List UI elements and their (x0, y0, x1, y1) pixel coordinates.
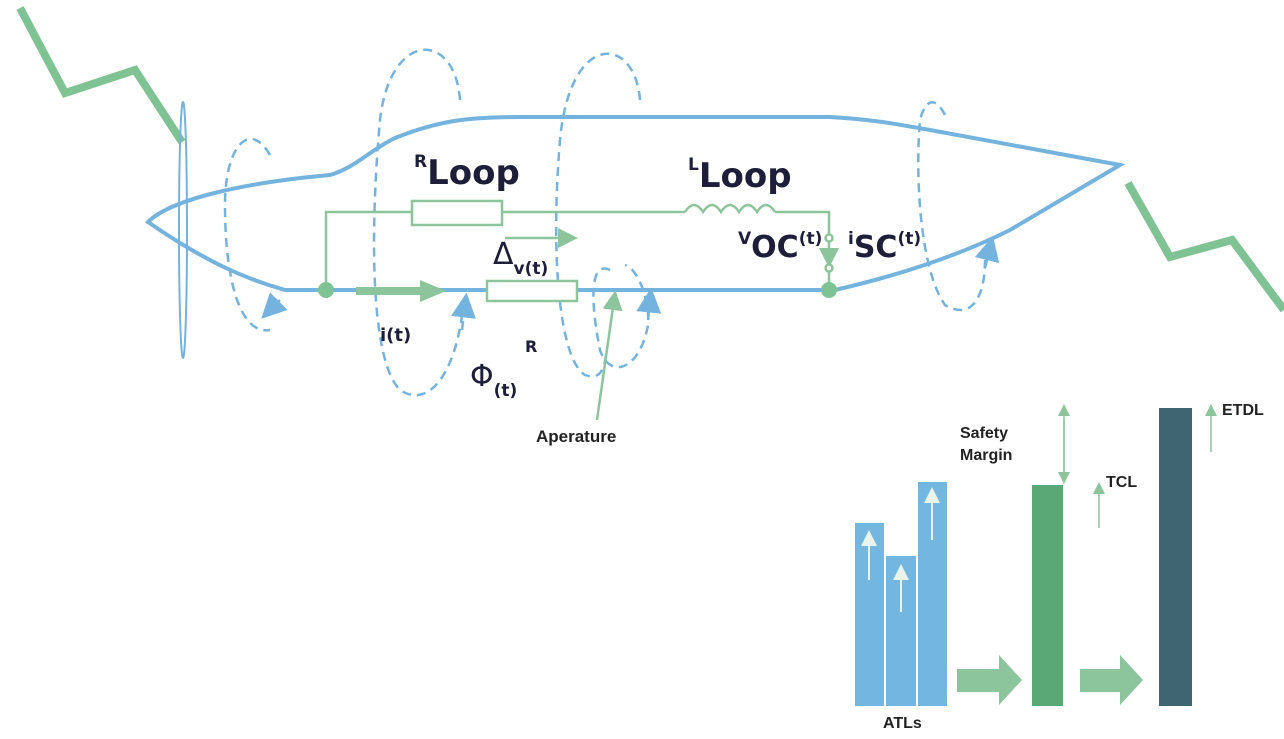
isc-label: iSC(t) (848, 229, 922, 265)
level-chart (855, 404, 1217, 706)
delta-v-label: Δv(t) (493, 237, 549, 279)
r-loop-label: RLoop (414, 152, 520, 193)
node-left (318, 282, 334, 298)
aperture-label: Aperature (536, 427, 617, 446)
current-arrow (356, 280, 446, 302)
voc-label: VOC(t) (738, 229, 823, 265)
equivalent-circuit (324, 199, 839, 303)
tcl-label: TCL (1106, 474, 1138, 491)
etdl-label: ETDL (1222, 402, 1264, 419)
current-label: i(t) (380, 325, 412, 346)
lightning-bolt-left (16, 6, 186, 145)
fuselage-outline (144, 115, 1126, 292)
r-resistor (485, 279, 579, 303)
tcl-bar (1032, 485, 1063, 706)
lightning-bolt-right (1124, 181, 1284, 313)
l-loop-inductor (683, 203, 777, 215)
field-loops (223, 48, 1000, 397)
etdl-bar (1159, 408, 1192, 706)
resistor-label: R (525, 337, 538, 356)
flow-arrow-1 (957, 655, 1022, 705)
atls-label: ATLs (883, 715, 922, 732)
r-loop-resistor (410, 199, 504, 227)
node-right (821, 282, 837, 298)
flux-label: Φ(t) (470, 359, 518, 401)
propeller-ring (178, 101, 188, 359)
flow-arrow-2 (1080, 655, 1143, 705)
safety-margin-label: Safety Margin (960, 425, 1013, 465)
l-loop-label: LLoop (688, 155, 792, 196)
aperture-pointer (595, 290, 623, 421)
